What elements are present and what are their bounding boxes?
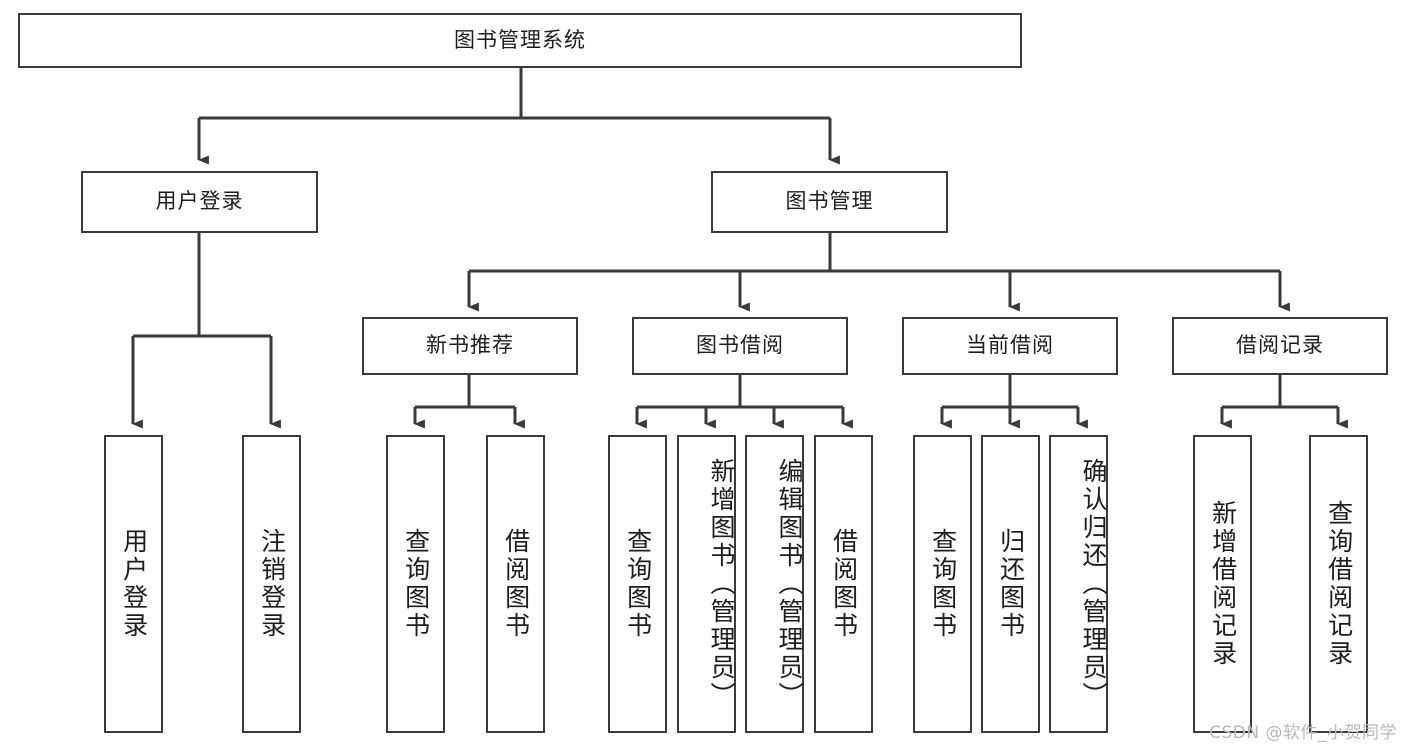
leaf-add-borrow-record[interactable]: 新增借阅记录 bbox=[1193, 435, 1252, 733]
leaf-borrow-book-2[interactable]: 借阅图书 bbox=[814, 435, 873, 733]
node-book-management[interactable]: 图书管理 bbox=[711, 171, 948, 233]
leaf-confirm-return[interactable]: 确认归还（管理员） bbox=[1049, 435, 1108, 733]
csdn-watermark: CSDN @软件_小贺同学 bbox=[1209, 723, 1397, 743]
leaf-query-book-3[interactable]: 查询图书 bbox=[913, 435, 972, 733]
leaf-logout-login[interactable]: 注销登录 bbox=[242, 435, 301, 733]
node-new-book-recommend[interactable]: 新书推荐 bbox=[362, 317, 578, 375]
node-user-login[interactable]: 用户登录 bbox=[81, 171, 318, 233]
leaf-add-book[interactable]: 新增图书（管理员） bbox=[677, 435, 736, 733]
leaf-edit-book[interactable]: 编辑图书（管理员） bbox=[745, 435, 804, 733]
leaf-borrow-book-1[interactable]: 借阅图书 bbox=[486, 435, 545, 733]
leaf-query-book-2[interactable]: 查询图书 bbox=[608, 435, 667, 733]
leaf-return-book[interactable]: 归还图书 bbox=[981, 435, 1040, 733]
leaf-user-login[interactable]: 用户登录 bbox=[104, 435, 163, 733]
leaf-query-borrow-record[interactable]: 查询借阅记录 bbox=[1309, 435, 1368, 733]
node-book-borrow[interactable]: 图书借阅 bbox=[632, 317, 848, 375]
node-root-system[interactable]: 图书管理系统 bbox=[18, 13, 1022, 68]
leaf-query-book-1[interactable]: 查询图书 bbox=[386, 435, 445, 733]
node-current-borrow[interactable]: 当前借阅 bbox=[902, 317, 1118, 375]
node-borrow-record[interactable]: 借阅记录 bbox=[1172, 317, 1388, 375]
